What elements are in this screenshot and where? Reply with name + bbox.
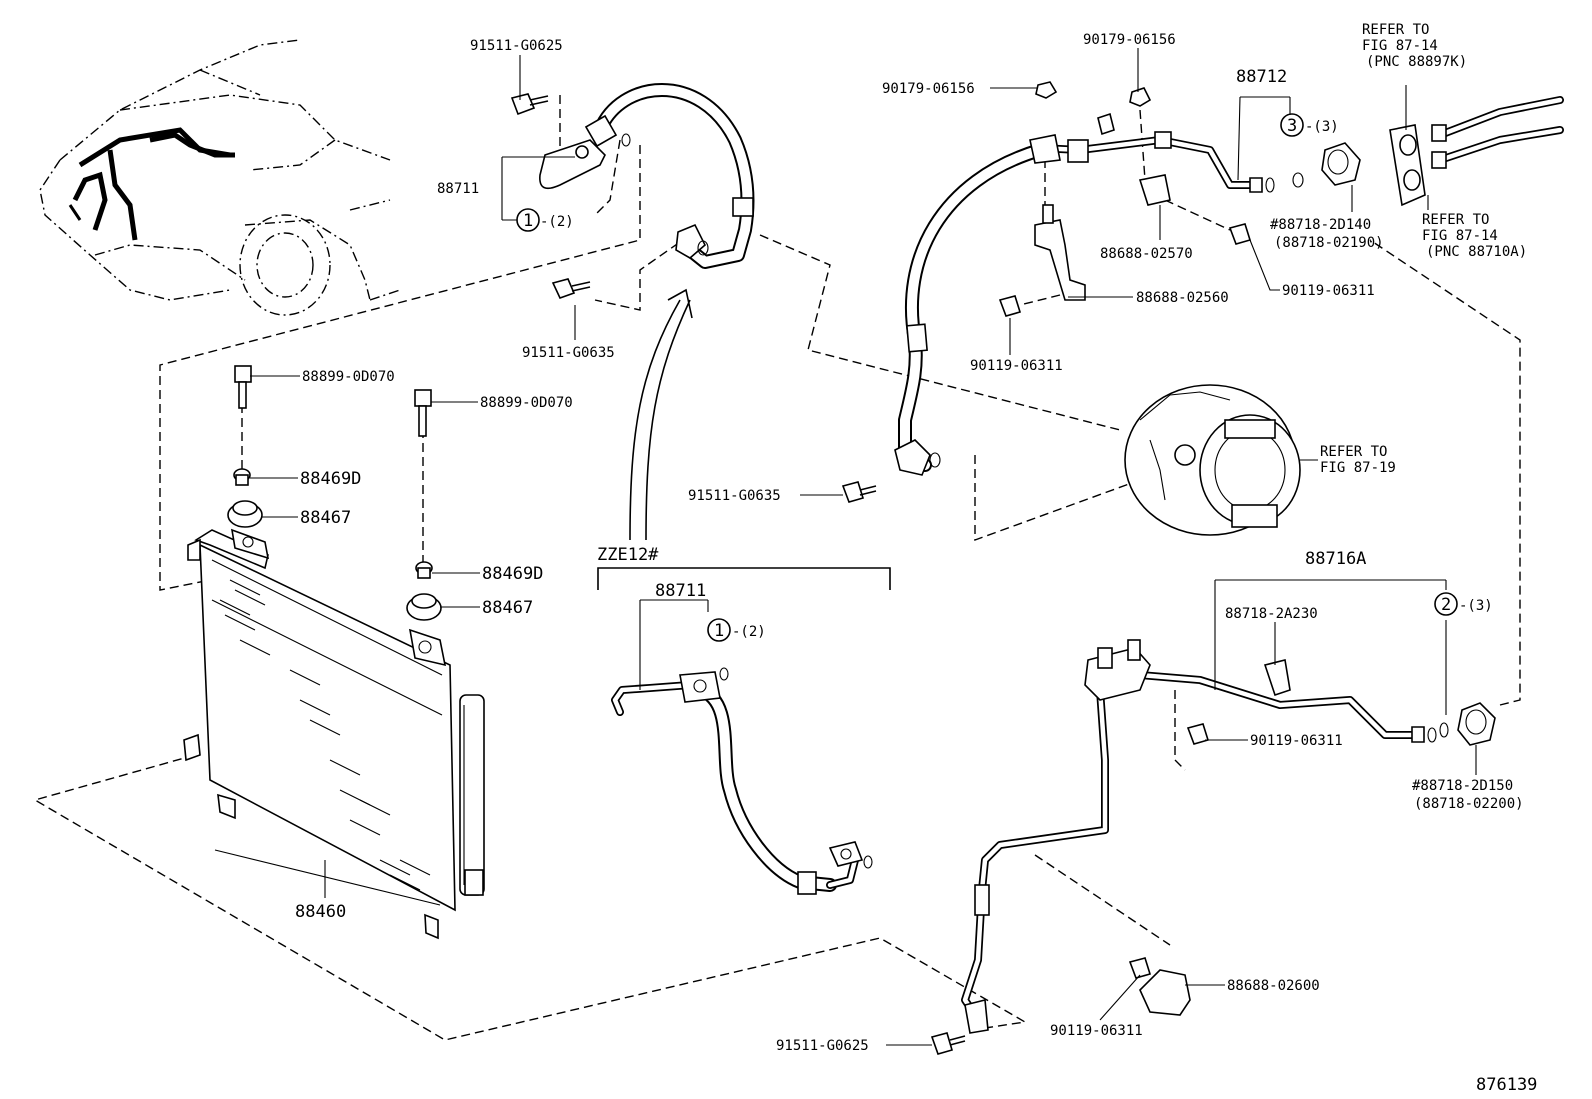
cap-88718-2d140[interactable] (1321, 142, 1361, 186)
svg-text:2: 2 (1441, 595, 1451, 615)
part-labels: 91511-G0625 88711 -(2) 91511-G0635 88899… (295, 22, 1537, 1095)
label-refer-b-1: REFER TO (1422, 212, 1489, 228)
label-oring-ref-1a: -(2) (540, 214, 574, 230)
bolt-stud (1097, 112, 1115, 136)
variant-arrow (629, 288, 693, 541)
label-cushion-1: 88469D (300, 469, 361, 489)
bolt-90119-06311-liquid[interactable] (1186, 723, 1210, 745)
hose-fitting-hole (575, 145, 589, 159)
variant-bracket (597, 567, 891, 590)
label-bracket-bottom: 88688-02600 (1227, 978, 1320, 994)
nut-90179-06156-2[interactable] (1129, 87, 1152, 107)
label-bracket-top: 88688-02560 (1136, 290, 1229, 306)
hose-sleeve (732, 197, 754, 217)
bolt-91511-g0625-bottom[interactable] (930, 1032, 966, 1055)
svg-text:1: 1 (523, 211, 533, 231)
label-bolt-comp: 91511-G0635 (688, 488, 781, 504)
label-pipe-suction: 88712 (1236, 67, 1287, 87)
variant-hose-88711[interactable] (611, 667, 873, 895)
label-clamp-liquid: 88718-2A230 (1225, 606, 1318, 622)
compressor (1124, 384, 1301, 536)
label-refer-c-1: REFER TO (1320, 444, 1387, 460)
label-pipe-liquid: 88716A (1305, 549, 1366, 569)
suction-hose[interactable] (894, 131, 1304, 476)
bolt-91511-g0635-comp[interactable] (841, 481, 877, 503)
svg-text:1: 1 (714, 621, 724, 641)
nut-90179-06156-1[interactable] (1035, 81, 1058, 99)
circled-number-3: 3 (1280, 113, 1304, 137)
label-nut-top-1: 90179-06156 (882, 81, 975, 97)
condenser-fitting (408, 628, 447, 667)
evaporator-connector (1389, 96, 1564, 207)
label-oring-ref-2: -(3) (1459, 598, 1493, 614)
label-variant: ZZE12# (597, 545, 659, 565)
label-bolt-bottom: 91511-G0625 (776, 1038, 869, 1054)
bolt-91511-g0625-top[interactable] (510, 93, 549, 116)
label-refer-c-2: FIG 87-19 (1320, 460, 1396, 476)
label-cap-suction-alt: (88718-02190) (1274, 235, 1384, 251)
circled-number-2: 2 (1434, 592, 1458, 616)
cushion-88469d-1[interactable] (233, 468, 251, 486)
label-bolt-liquid: 90119-06311 (1250, 733, 1343, 749)
label-cap-liquid-main: #88718-2D150 (1412, 778, 1513, 794)
label-condenser: 88460 (295, 902, 346, 922)
label-bolt-bracket-bottom: 90119-06311 (1050, 1023, 1143, 1039)
label-refer-a-1: REFER TO (1362, 22, 1429, 38)
mount-88467-2[interactable] (406, 593, 442, 621)
label-cap-liquid-alt: (88718-02200) (1414, 796, 1524, 812)
label-hose-variant: 88711 (655, 581, 706, 601)
bolt-88899-0d070-1[interactable] (234, 365, 252, 409)
circled-number-1b: 1 (707, 618, 731, 642)
mount-88467-1[interactable] (227, 500, 263, 528)
label-bolt-cond-1: 88899-0D070 (302, 369, 395, 385)
bolt-88899-0d070-2[interactable] (414, 389, 432, 437)
label-refer-b-2: FIG 87-14 (1422, 228, 1498, 244)
svg-text:3: 3 (1287, 116, 1297, 136)
bolt-90119-06311-top[interactable] (1228, 223, 1252, 245)
hose-fitting (539, 139, 606, 190)
condenser-88460[interactable] (183, 528, 485, 940)
dashed-leaders (33, 95, 1521, 1041)
cap-88718-2d150[interactable] (1457, 702, 1496, 746)
oring (621, 133, 631, 147)
label-bolt-top-right: 90119-06311 (1282, 283, 1375, 299)
label-oring-ref-3: -(3) (1305, 119, 1339, 135)
label-nut-top-2: 90179-06156 (1083, 32, 1176, 48)
label-cushion-2: 88469D (482, 564, 543, 584)
hose-crimp (584, 114, 618, 148)
label-oring-ref-1b: -(2) (732, 624, 766, 640)
label-refer-a-3: (PNC 88897K) (1366, 54, 1467, 70)
label-refer-a-2: FIG 87-14 (1362, 38, 1438, 54)
clamp-88688-02570[interactable] (1138, 174, 1171, 206)
label-bolt-top-left: 91511-G0625 (470, 38, 563, 54)
vehicle-sketch (39, 39, 401, 316)
label-cap-suction-main: #88718-2D140 (1270, 217, 1371, 233)
bolt-90119-06311-bottom[interactable] (1128, 957, 1152, 979)
label-mount-1: 88467 (300, 508, 351, 528)
discharge-hose-88711[interactable] (539, 83, 755, 269)
label-mount-2: 88467 (482, 598, 533, 618)
liquid-pipe-88716a[interactable] (961, 639, 1449, 1034)
bolt-90119-06311-bracket[interactable] (998, 295, 1022, 317)
label-bolt-bracket: 90119-06311 (970, 358, 1063, 374)
label-hose-discharge: 88711 (437, 181, 479, 197)
label-refer-b-3: (PNC 88710A) (1426, 244, 1527, 260)
clamp-88718-2a230[interactable] (1263, 659, 1291, 697)
bolt-91511-g0635-mid[interactable] (551, 278, 591, 299)
cushion-88469d-2[interactable] (415, 561, 433, 579)
label-leaders (250, 48, 1477, 1046)
label-clamp-top: 88688-02570 (1100, 246, 1193, 262)
bracket-88688-02600[interactable] (1139, 969, 1191, 1016)
label-bolt-mid: 91511-G0635 (522, 345, 615, 361)
label-bolt-cond-2: 88899-0D070 (480, 395, 573, 411)
bracket-88688-02560[interactable] (1034, 204, 1086, 301)
diagram-id: 876139 (1476, 1075, 1537, 1095)
circled-number-1a: 1 (516, 208, 540, 232)
